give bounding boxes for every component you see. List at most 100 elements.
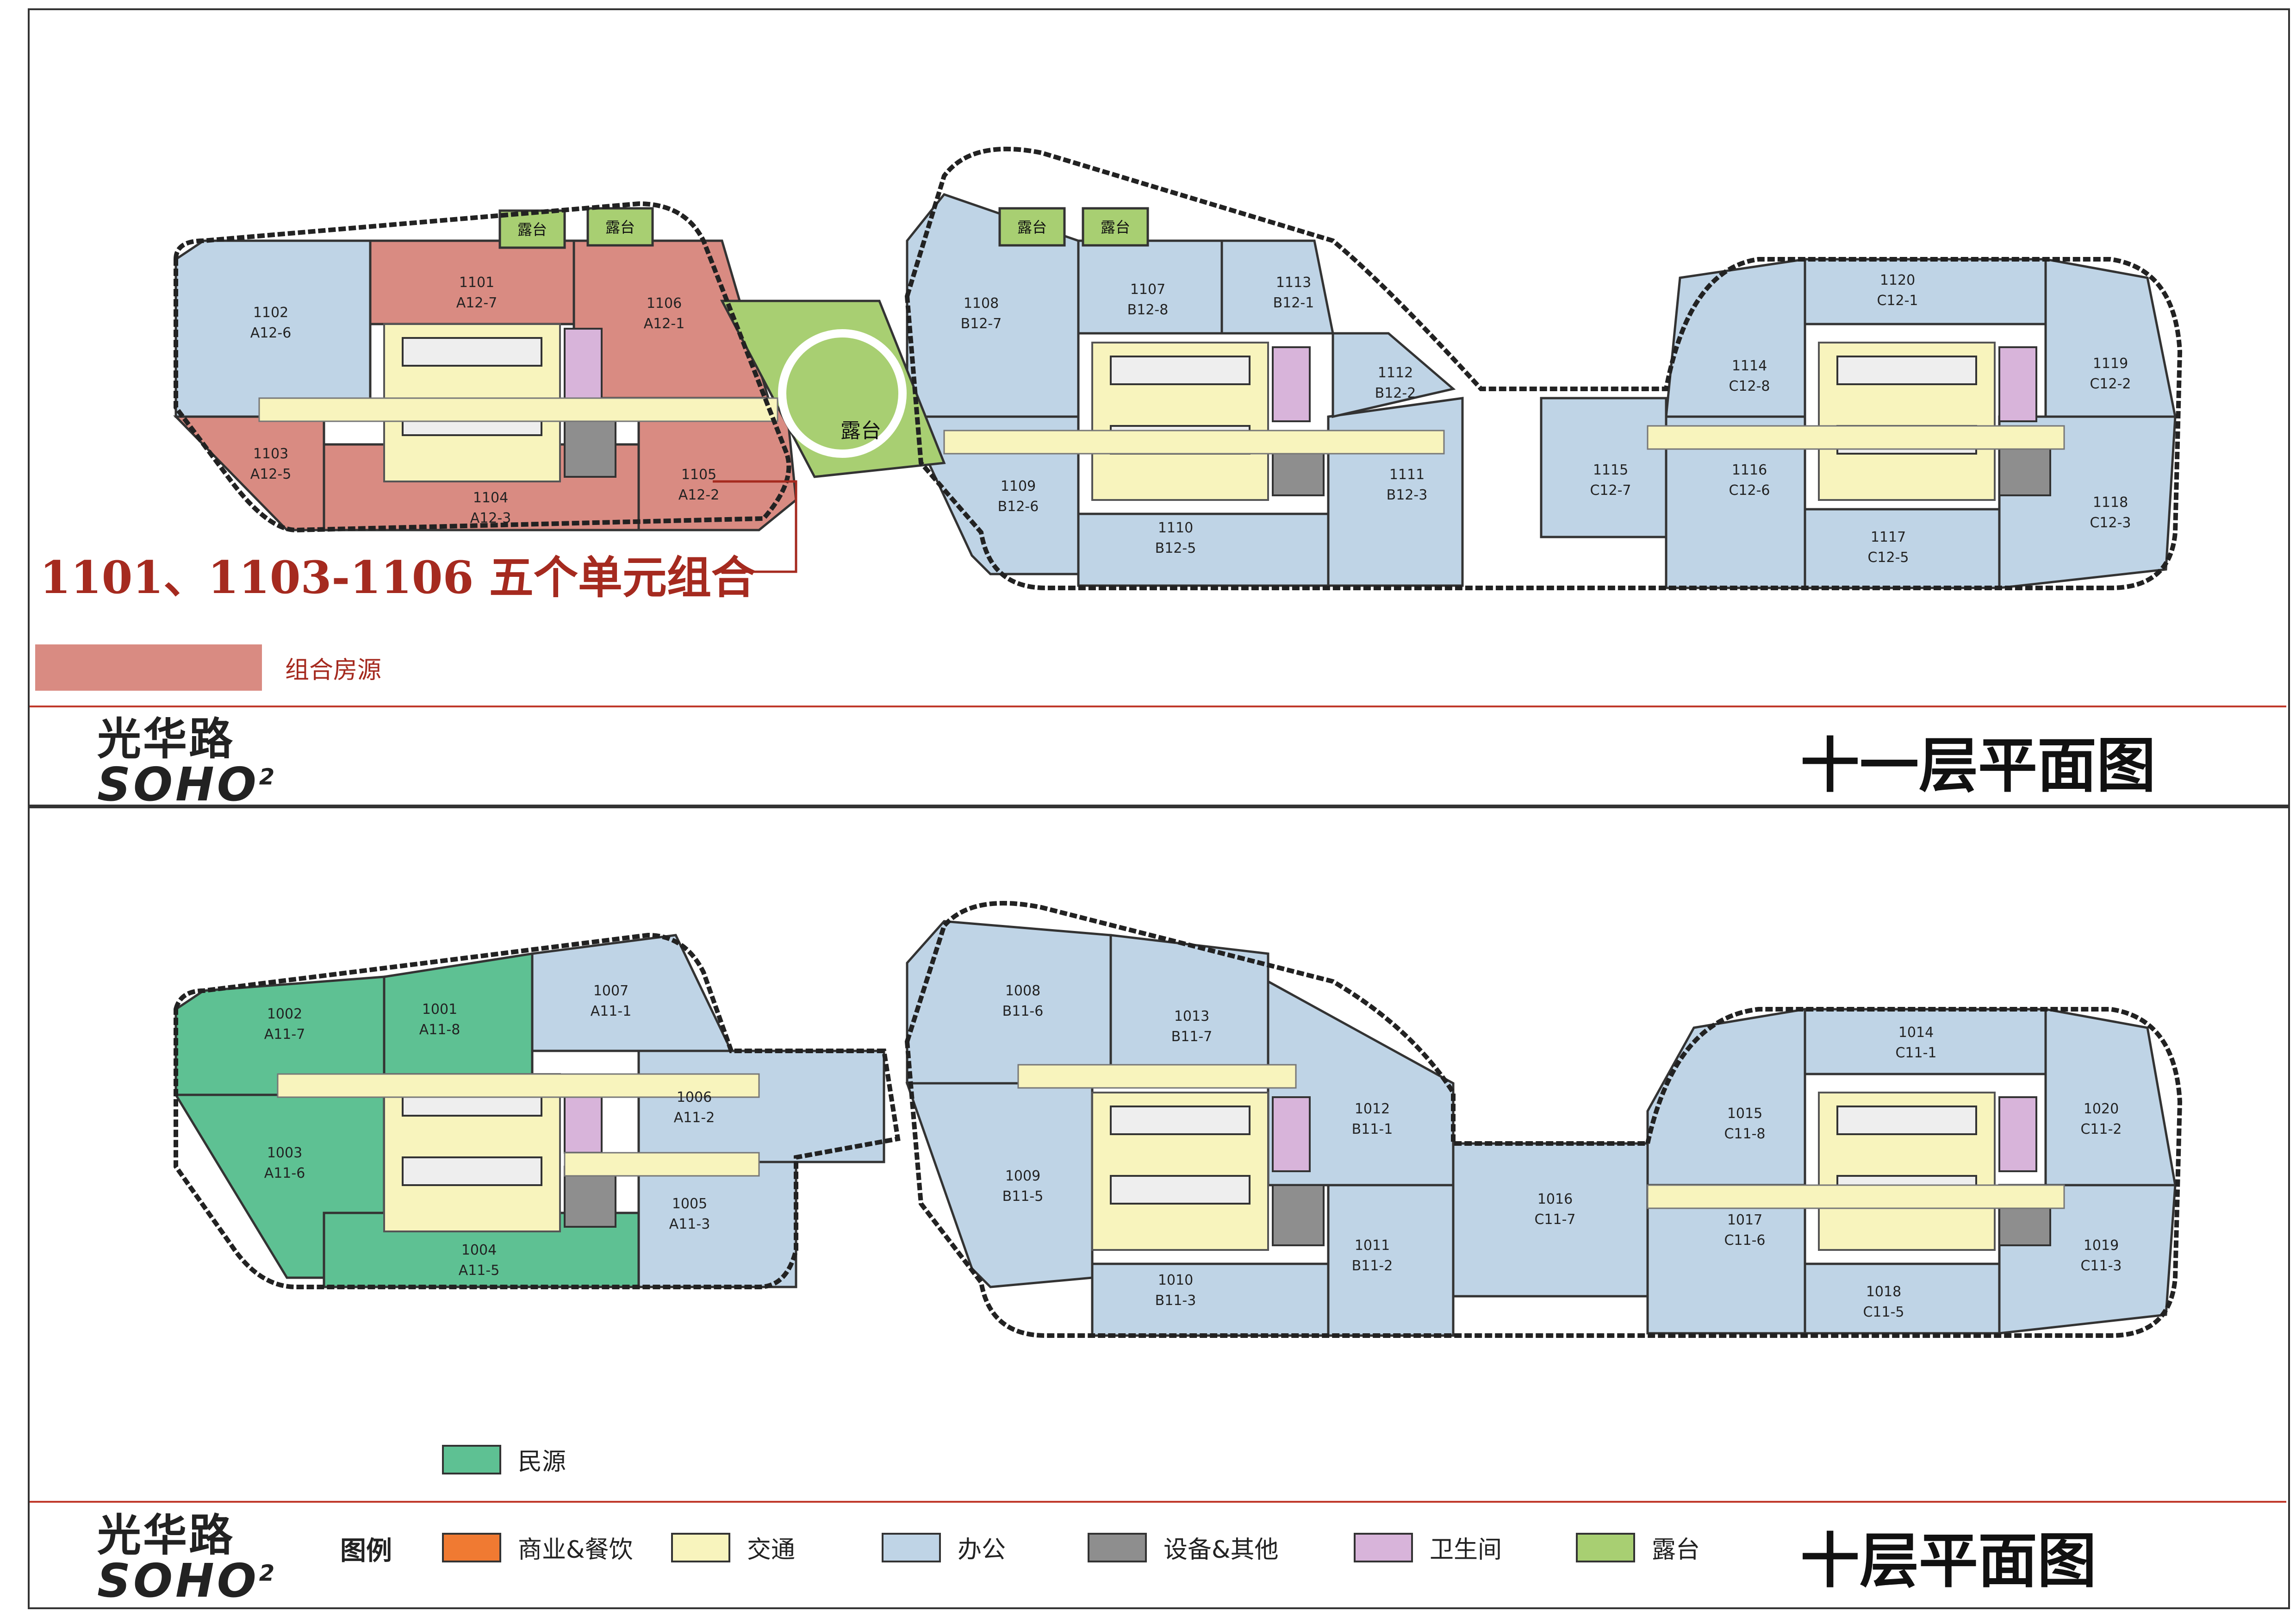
unit-code-1118: C12-3 [2090,515,2131,531]
unit-number-1103: 1103 [253,446,288,462]
unit-code-1114: C12-8 [1729,378,1770,394]
unit-number-1013: 1013 [1174,1008,1209,1024]
unit-number-1105: 1105 [681,467,716,483]
unit-code-1002: A11-7 [264,1026,305,1043]
unit-code-1106: A12-1 [644,316,685,332]
unit-number-1110: 1110 [1158,520,1193,536]
unit-code-1115: C12-7 [1590,482,1631,499]
legend-item-terrace: 露台 [1576,1530,1700,1565]
small-terrace-1 [586,207,654,247]
unit-number-1113: 1113 [1276,275,1311,291]
unit-code-1113: B12-1 [1273,295,1314,311]
unit-1010 [1091,1262,1330,1337]
small-terrace-label-2: 露台 [1017,219,1047,236]
unit-code-1108: B12-7 [961,316,1002,332]
unit-code-1104: A12-3 [470,510,511,526]
restroom-10-1 [1272,1096,1311,1172]
unit-number-1019: 1019 [2084,1237,2119,1254]
unit-code-1105: A12-2 [678,487,720,503]
legend-item-circulation: 交通 [671,1530,795,1565]
unit-code-1003: A11-6 [264,1165,305,1181]
unit-number-1119: 1119 [2093,356,2128,372]
small-terrace-0 [498,209,566,249]
upper-panel-frame [28,8,2290,808]
unit-number-1102: 1102 [253,305,288,321]
legend-label-commercial: 商业&餐饮 [518,1536,633,1564]
legend-label-circulation: 交通 [747,1536,796,1564]
unit-number-1108: 1108 [964,295,999,312]
unit-1112 [1332,332,1456,418]
small-terrace-label-3: 露台 [1101,219,1130,236]
unit-1018 [1804,1262,2001,1335]
unit-1008 [906,920,1112,1085]
unit-number-1120: 1120 [1880,272,1915,288]
restroom-11-1 [1272,346,1311,422]
unit-number-1014: 1014 [1898,1024,1934,1041]
unit-number-1004: 1004 [461,1242,497,1258]
unit-1113 [1220,239,1335,335]
unit-1110 [1077,512,1330,587]
unit-number-1107: 1107 [1130,281,1165,298]
lower-title-divider [30,1501,2286,1503]
unit-code-1103: A12-5 [250,466,292,482]
unit-code-1006: A11-2 [674,1110,715,1126]
unit-1009 [905,1082,1094,1288]
unit-code-1015: C11-8 [1724,1126,1765,1142]
unit-code-1120: C12-1 [1877,293,1918,309]
combined-units-note: 1101、1103-1106 五个单元组合 [40,551,756,604]
corridor-10-1 [1017,1064,1297,1089]
unit-number-1011: 1011 [1355,1237,1390,1254]
unit-code-1112: B12-2 [1375,385,1416,401]
floor-11-plan: 露台露台露台露台露台1101A12-71102A12-61103A12-5110… [173,146,2183,590]
unit-number-1005: 1005 [672,1196,707,1212]
unit-code-1109: B12-6 [998,499,1039,515]
legend-label-terrace: 露台 [1652,1536,1700,1564]
equipment-10-1 [1272,1184,1325,1246]
unit-code-1013: B11-7 [1171,1029,1213,1045]
unit-code-1111: B12-3 [1387,487,1428,503]
unit-number-1017: 1017 [1727,1212,1762,1228]
small-terrace-label-0: 露台 [517,221,547,238]
combined-units-legend-label: 组合房源 [285,656,382,684]
elevator-bank-10-b-0 [402,1156,542,1186]
unit-number-1003: 1003 [267,1145,302,1161]
legend-item-commercial: 商业&餐饮 [442,1530,633,1565]
unit-code-1117: C12-5 [1867,550,1909,566]
unit-code-1017: C11-6 [1724,1232,1765,1249]
unit-number-1112: 1112 [1378,365,1413,381]
minyuan-legend: 民源 [442,1442,566,1477]
combined-units-legend: 组合房源 [35,644,381,691]
floor11-wing-bc-outline [904,146,2183,590]
floor-11-title: 十一层平面图 [1800,731,2156,800]
unit-number-1020: 1020 [2084,1101,2119,1117]
unit-number-1002: 1002 [267,1006,302,1022]
unit-1117 [1804,508,2001,589]
legend-swatch-circulation [671,1532,730,1562]
unit-code-1101: A12-7 [456,295,498,311]
unit-number-1009: 1009 [1005,1168,1040,1184]
unit-code-1010: B11-3 [1155,1293,1196,1309]
unit-code-1009: B11-5 [1002,1188,1044,1205]
unit-1120 [1804,258,2047,325]
unit-code-1008: B11-6 [1002,1003,1044,1019]
unit-number-1015: 1015 [1727,1106,1762,1122]
floor-10-plan: 1001A11-81002A11-71003A11-61004A11-51005… [174,901,2183,1338]
unit-number-1106: 1106 [647,295,682,312]
unit-code-1007: A11-1 [591,1003,632,1019]
elevator-bank-10-a-2 [1836,1106,1977,1135]
combined-note-leader [713,480,797,573]
legend-swatch-office [882,1532,941,1562]
elevator-bank-11-a-2 [1836,356,1977,385]
unit-code-1110: B12-5 [1155,540,1196,556]
unit-number-1116: 1116 [1732,462,1767,478]
unit-1020 [2044,1008,2177,1187]
corridor-11-1 [943,430,1445,455]
legend-item-restroom: 卫生间 [1354,1530,1502,1565]
unit-1014 [1804,1008,2047,1075]
small-terrace-2 [998,207,1066,247]
legend-swatch-commercial [442,1532,501,1562]
legend-item-office: 办公 [882,1530,1006,1565]
unit-code-1016: C11-7 [1534,1212,1575,1228]
unit-code-1116: C12-6 [1729,482,1770,499]
unit-code-1004: A11-5 [459,1262,500,1279]
